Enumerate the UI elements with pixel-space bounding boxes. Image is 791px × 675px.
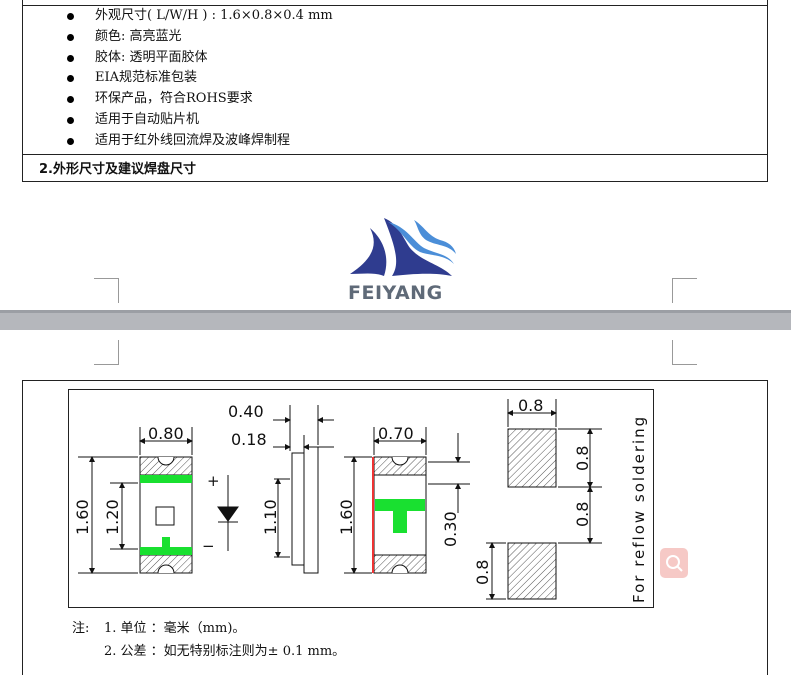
dim-bottom-width: 0.70 [378,424,414,443]
dim-bottom-height: 1.60 [337,499,356,535]
magnifier-icon [666,555,683,572]
pads-caption: For reflow soldering [630,415,648,603]
dim-pad-width: 0.8 [518,396,543,415]
feature-text: 适用于红外线回流焊及波峰焊制程 [95,132,291,148]
polarity-mark-bar [375,499,425,511]
list-item: 适用于自动贴片机 [67,110,333,131]
feature-text: 环保产品，符合ROHS要求 [95,91,253,107]
top-pad-mark [140,475,192,483]
list-item: 环保产品，符合ROHS要求 [67,89,333,110]
edge-line [372,457,374,573]
feature-text: 外观尺寸( L/W/H ) : 1.6×0.8×0.4 mm [95,8,333,23]
bullet-icon [67,33,74,41]
bullet-icon [67,137,74,145]
symbol-plus: + [207,472,220,490]
dim-side-total: 0.40 [228,402,264,421]
feiyang-logo-icon [350,218,456,276]
crop-mark [672,340,697,365]
feature-box: 外观尺寸( L/W/H ) : 1.6×0.8×0.4 mm 颜色: 高亮蓝光 … [22,0,768,182]
dimension-drawing-frame [68,389,654,608]
feature-text: 适用于自动贴片机 [95,111,200,127]
bullet-icon [67,116,74,124]
dim-side-lead: 0.18 [231,430,267,449]
section-divider [23,154,767,155]
dim-pad-gap: 0.8 [573,502,592,527]
feature-text: 胶体: 透明平面胶体 [95,49,208,65]
top-rule [23,5,767,6]
dim-pad-height: 0.8 [573,446,592,471]
polarity-mark-stem [393,511,407,533]
crop-mark [672,278,697,303]
bullet-icon [67,75,74,83]
cathode-mark [162,537,170,547]
section-title: 2.外形尺寸及建议焊盘尺寸 [39,162,196,177]
dim-bottom-offset: 0.30 [441,511,460,547]
zoom-button[interactable] [660,548,688,578]
feature-text: 颜色: 高亮蓝光 [95,28,182,44]
bullet-icon [67,13,74,20]
bottom-pad-mark [140,547,192,555]
list-item: EIA规范标准包装 [67,68,333,89]
dim-top-inner: 1.20 [103,499,122,535]
notes-label: 注: [72,621,90,636]
page-gap [0,310,791,330]
symbol-minus: − [202,537,215,555]
note-tolerance: 2. 公差 ：如无特别标注则为± 0.1 mm。 [104,644,346,659]
dim-side-height: 1.10 [261,499,280,535]
dimension-drawing: 0.80 1.60 1.20 + − 0.40 0.18 1.10 0.70 1… [73,396,648,603]
list-item: 胶体: 透明平面胶体 [67,48,333,69]
bullet-icon [67,54,74,62]
list-item: 颜色: 高亮蓝光 [67,27,333,48]
logo-text: FEIYANG [348,282,443,304]
dim-top-width: 0.80 [148,424,184,443]
bullet-icon [67,96,74,104]
crop-mark [94,340,119,365]
feature-list: 外观尺寸( L/W/H ) : 1.6×0.8×0.4 mm 颜色: 高亮蓝光 … [67,6,333,152]
crop-mark [94,278,119,303]
list-item: 外观尺寸( L/W/H ) : 1.6×0.8×0.4 mm [67,6,333,27]
dim-top-height: 1.60 [73,499,92,535]
list-item: 适用于红外线回流焊及波峰焊制程 [67,131,333,152]
dim-pad-lower: 0.8 [473,560,492,585]
feature-text: EIA规范标准包装 [95,70,198,86]
note-unit: 1. 单位 ：毫米（mm)。 [104,621,246,636]
drawing-frame [22,380,768,675]
